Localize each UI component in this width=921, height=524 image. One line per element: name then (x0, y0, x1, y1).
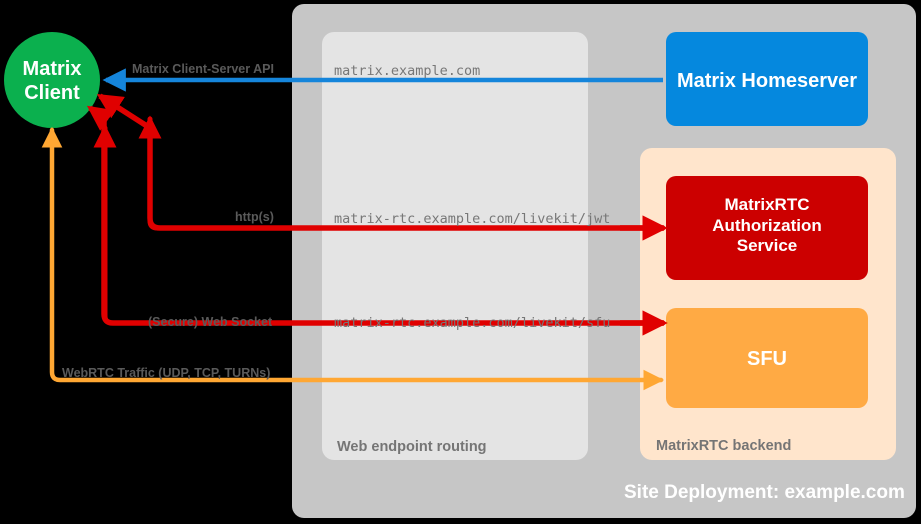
web-endpoint-routing-caption: Web endpoint routing (337, 439, 487, 455)
edge-webrtc (41, 126, 665, 391)
edge-label-websocket: (Secure) Web Socket (148, 315, 273, 329)
edge-label-https: http(s) (235, 210, 274, 224)
site-deployment-caption: Site Deployment: example.com (624, 482, 905, 503)
matrixrtc-authorization-service-box[interactable] (666, 176, 868, 280)
matrix-homeserver-box[interactable] (666, 32, 868, 126)
edge-websocket-path (86, 105, 663, 326)
endpoint-matrix-example-com: matrix.example.com (334, 63, 481, 79)
matrixrtc-backend-caption: MatrixRTC backend (656, 438, 792, 454)
edge-label-webrtc: WebRTC Traffic (UDP, TCP, TURNs) (62, 366, 271, 380)
endpoint-livekit-jwt: matrix-rtc.example.com/livekit/jwt (334, 211, 611, 227)
edge-https-path (96, 93, 663, 231)
sfu-box[interactable] (666, 308, 868, 408)
matrix-client-circle[interactable] (4, 32, 100, 128)
edge-label-client-server-api: Matrix Client-Server API (132, 62, 274, 76)
endpoint-livekit-sfu: matrix-rtc.example.com/livekit/sfu (334, 315, 611, 331)
